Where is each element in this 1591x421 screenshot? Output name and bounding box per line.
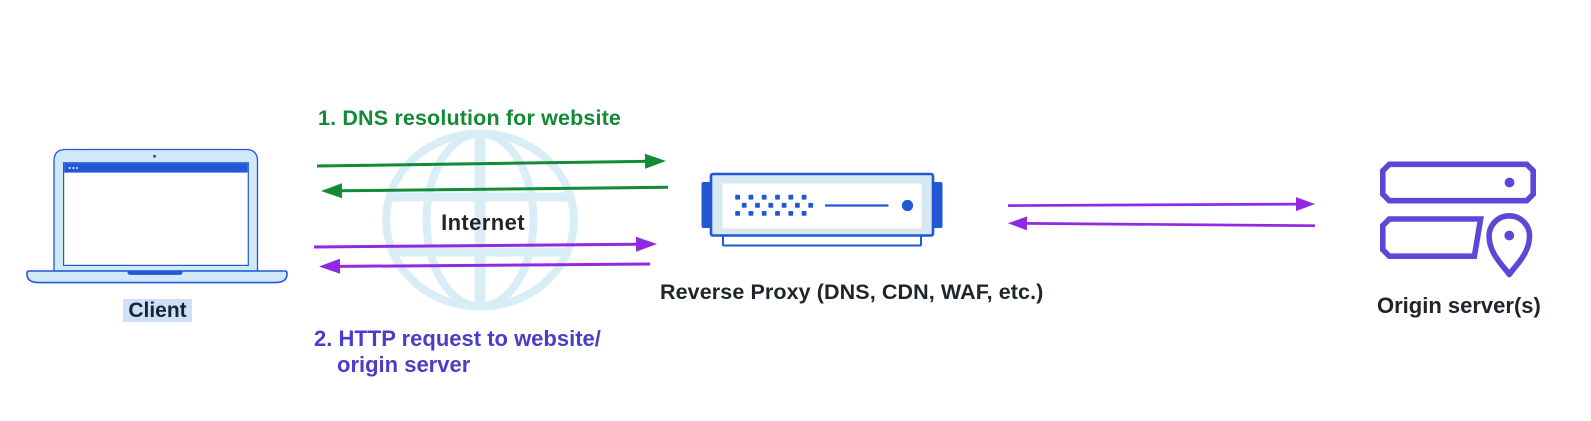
dns-response-arrow (321, 183, 669, 199)
internet-label: Internet (441, 209, 525, 235)
client-label: Client (128, 298, 187, 322)
http-flow-label-line2: origin server (337, 351, 471, 377)
proxy-appliance-icon (701, 172, 943, 247)
server-led-dot (1504, 177, 1515, 188)
globe-icon (382, 129, 578, 311)
http-request-arrow (313, 236, 657, 252)
laptop-icon (26, 148, 288, 284)
proxy-led (901, 199, 914, 212)
http-response-arrow (319, 258, 651, 274)
dns-flow-label: 1. DNS resolution for website (318, 105, 622, 130)
location-pin-icon (1486, 213, 1533, 278)
webcam-dot (153, 154, 156, 158)
proxy-to-origin-arrow (1007, 197, 1315, 212)
reverse-proxy-label: Reverse Proxy (DNS, CDN, WAF, etc.) (660, 279, 1044, 304)
origin-to-proxy-arrow (1008, 216, 1316, 231)
server-stack-icon (1380, 161, 1536, 278)
http-flow-label-line1: 2. HTTP request to website/ (314, 326, 601, 351)
origin-server-label: Origin server(s) (1377, 292, 1541, 318)
browser-titlebar (64, 163, 248, 173)
client-label-highlight: Client (123, 298, 192, 322)
dns-request-arrow (316, 153, 666, 169)
proxy-vent-dots (735, 194, 814, 216)
